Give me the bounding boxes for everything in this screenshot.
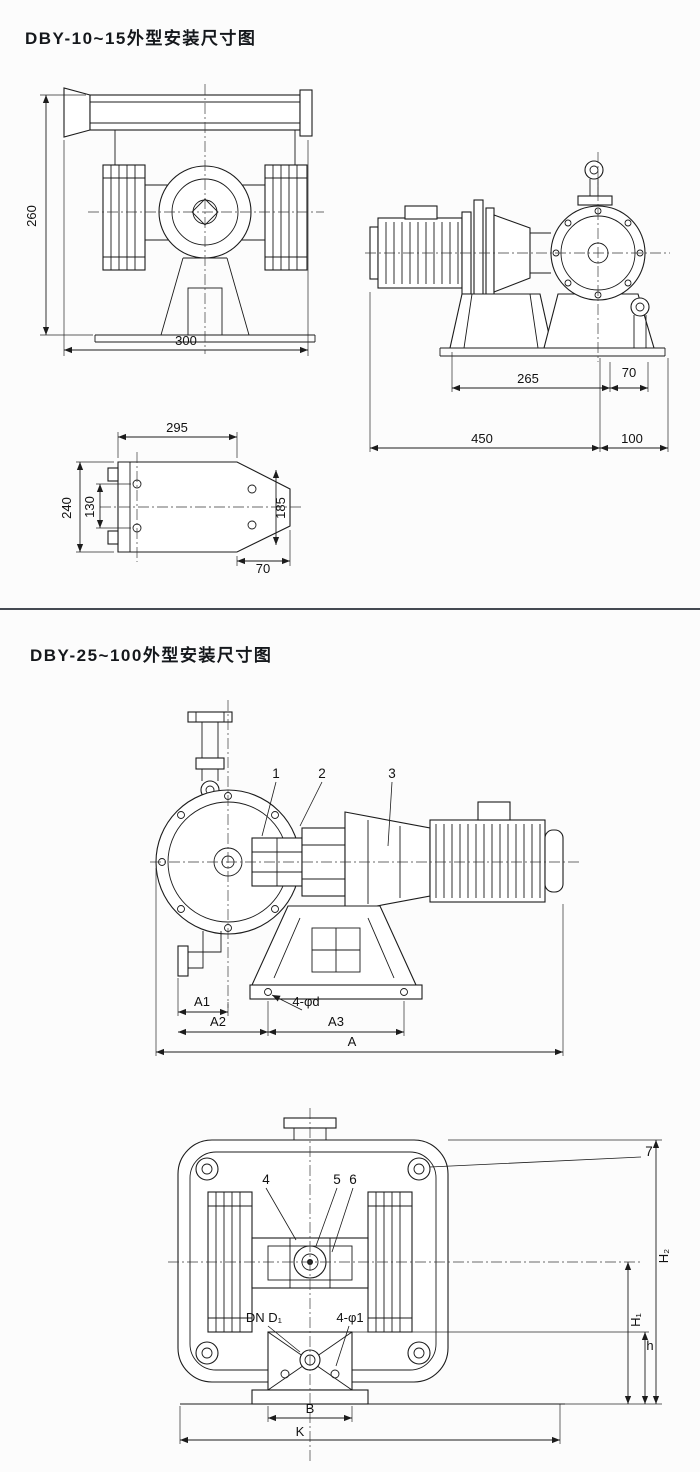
- dim-265-label: 265: [517, 371, 539, 386]
- callout-1: 1: [272, 766, 280, 781]
- dby25-side-view: [150, 700, 580, 1008]
- hole-note-4phi1: 4-φ1: [336, 1310, 363, 1325]
- dby25-side-dimensions: A1 A2 4-φd A3 A: [155, 868, 564, 1056]
- callout-7: 7: [645, 1144, 653, 1159]
- section2-title: DBY-25~100外型安装尺寸图: [30, 646, 273, 665]
- dby25-drawing: 1 2 3 A1 A2 4-φd A3 A: [150, 700, 671, 1462]
- dim-300-label: 300: [175, 333, 197, 348]
- dby10-drawing: 260 300: [24, 84, 670, 576]
- callout-6: 6: [349, 1172, 357, 1187]
- dim-h2-label: H₂: [656, 1249, 671, 1263]
- dim-260-label: 260: [24, 205, 39, 227]
- dim-k-label: K: [296, 1424, 305, 1439]
- hole-note-4phid: 4-φd: [292, 994, 319, 1009]
- dby25-side-callouts: 1 2 3: [261, 766, 396, 847]
- dim-h1-label: H₁: [628, 1313, 643, 1327]
- dby10-plan-view: [100, 452, 302, 562]
- dim-b-label: B: [306, 1401, 315, 1416]
- port-note-dn-d1: DN D₁: [246, 1310, 283, 1325]
- dim-130-label: 130: [82, 496, 97, 518]
- dim-100-label: 100: [621, 431, 643, 446]
- callout-2: 2: [318, 766, 326, 781]
- dim-450-label: 450: [471, 431, 493, 446]
- section-divider: [0, 608, 700, 610]
- dby25-front-callouts: 4 5 6 7 DN D₁ 4-φ1: [246, 1144, 653, 1367]
- dim-a1-label: A1: [194, 994, 210, 1009]
- callout-4: 4: [262, 1172, 270, 1187]
- dim-a3-label: A3: [328, 1014, 344, 1029]
- dby10-front-dimensions: 260 300: [24, 94, 309, 356]
- dim-a2-label: A2: [210, 1014, 226, 1029]
- dim-295-label: 295: [166, 420, 188, 435]
- dby10-front-view: [63, 84, 324, 354]
- dim-h-label: h: [646, 1338, 653, 1353]
- dby25-front-dimensions: H₂ H₁ h B K: [179, 1139, 671, 1444]
- dim-185-label: 185: [273, 497, 288, 519]
- dim-70-plan-label: 70: [256, 561, 270, 576]
- callout-3: 3: [388, 766, 396, 781]
- dby25-front-view: [168, 1108, 642, 1462]
- dim-a-label: A: [348, 1034, 357, 1049]
- dby10-side-view: [365, 152, 670, 362]
- callout-5: 5: [333, 1172, 341, 1187]
- section1-title: DBY-10~15外型安装尺寸图: [25, 29, 257, 48]
- dby10-plan-dimensions: 295 240 130 185 70: [59, 420, 291, 576]
- dby10-side-dimensions: 265 70 450 100: [369, 292, 669, 452]
- dim-240-label: 240: [59, 497, 74, 519]
- dim-70-side-label: 70: [622, 365, 636, 380]
